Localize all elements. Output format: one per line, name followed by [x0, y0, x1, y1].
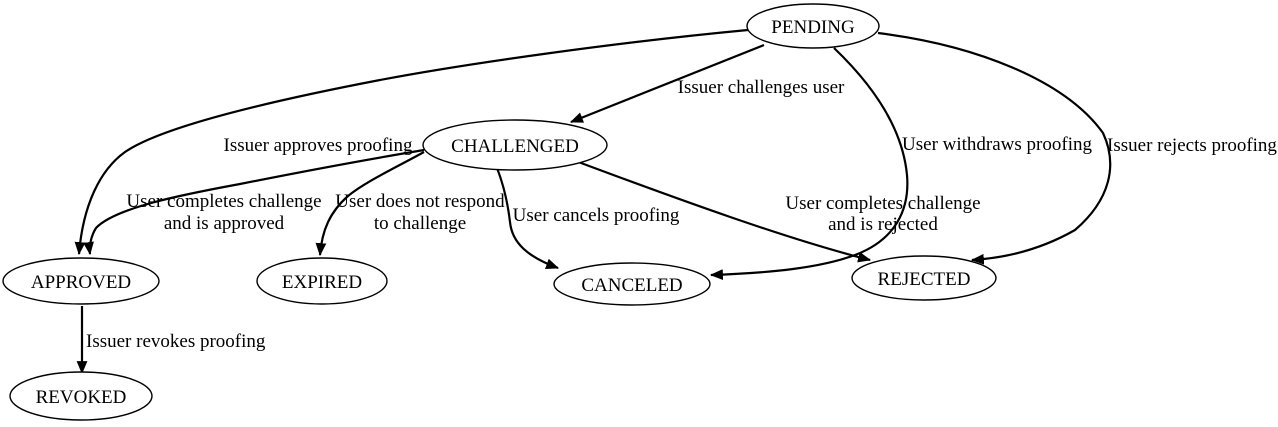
edge-label-user-completes-rejected-line2: and is rejected — [828, 214, 938, 235]
state-node-canceled-ellipse — [553, 262, 711, 306]
state-node-pending-label: PENDING — [771, 17, 855, 38]
state-node-revoked: REVOKED — [9, 371, 153, 421]
state-node-approved-ellipse — [2, 257, 160, 305]
edge-pending-challenged — [569, 43, 765, 124]
edge-label-user-cancels-proofing: User cancels proofing — [513, 205, 680, 226]
state-node-approved: APPROVED — [2, 257, 160, 305]
edge-pending-approved — [74, 28, 749, 256]
state-node-pending-ellipse — [746, 3, 880, 49]
edge-label-issuer-rejects-proofing: Issuer rejects proofing — [1107, 135, 1277, 156]
state-node-challenged-ellipse — [422, 119, 608, 171]
state-node-canceled-label: CANCELED — [581, 275, 682, 296]
state-node-rejected-label: REJECTED — [878, 269, 971, 290]
edge-label-issuer-challenges-user: Issuer challenges user — [678, 77, 845, 98]
edge-label-issuer-revokes-proofing: Issuer revokes proofing — [86, 331, 266, 352]
edge-group — [74, 28, 1112, 375]
edge-label-user-completes-approved-line1: User completes challenge — [126, 191, 321, 212]
state-node-expired-ellipse — [256, 257, 388, 305]
edge-challenged-expired — [315, 151, 425, 257]
node-group: PENDING CHALLENGED APPROVED EXPIRED CANC… — [2, 3, 997, 421]
edge-pending-canceled — [709, 47, 909, 281]
state-node-pending: PENDING — [746, 3, 880, 49]
state-node-canceled: CANCELED — [553, 262, 711, 306]
state-node-revoked-ellipse — [9, 371, 153, 421]
edge-label-group: Issuer challenges user Issuer approves p… — [86, 77, 1277, 352]
state-node-rejected: REJECTED — [851, 255, 997, 301]
edge-label-issuer-approves-proofing: Issuer approves proofing — [224, 135, 413, 156]
edge-challenged-rejected — [572, 158, 872, 263]
edge-label-user-does-not-respond-line1: User does not respond — [335, 191, 505, 212]
edge-label-user-completes-rejected-line1: User completes challenge — [785, 193, 980, 214]
edge-challenged-approved — [83, 148, 425, 256]
edge-challenged-canceled — [495, 167, 560, 270]
state-node-revoked-label: REVOKED — [36, 387, 127, 408]
edge-label-user-completes-approved-line2: and is approved — [164, 213, 285, 234]
state-node-expired: EXPIRED — [256, 257, 388, 305]
state-node-approved-label: APPROVED — [31, 272, 131, 293]
edge-pending-rejected — [877, 31, 1112, 265]
edge-label-user-withdraws-proofing: User withdraws proofing — [902, 134, 1092, 155]
state-node-challenged: CHALLENGED — [422, 119, 608, 171]
state-node-challenged-label: CHALLENGED — [451, 136, 579, 157]
state-node-expired-label: EXPIRED — [282, 272, 362, 293]
state-node-rejected-ellipse — [851, 255, 997, 301]
edge-label-user-does-not-respond-line2: to challenge — [374, 213, 466, 234]
